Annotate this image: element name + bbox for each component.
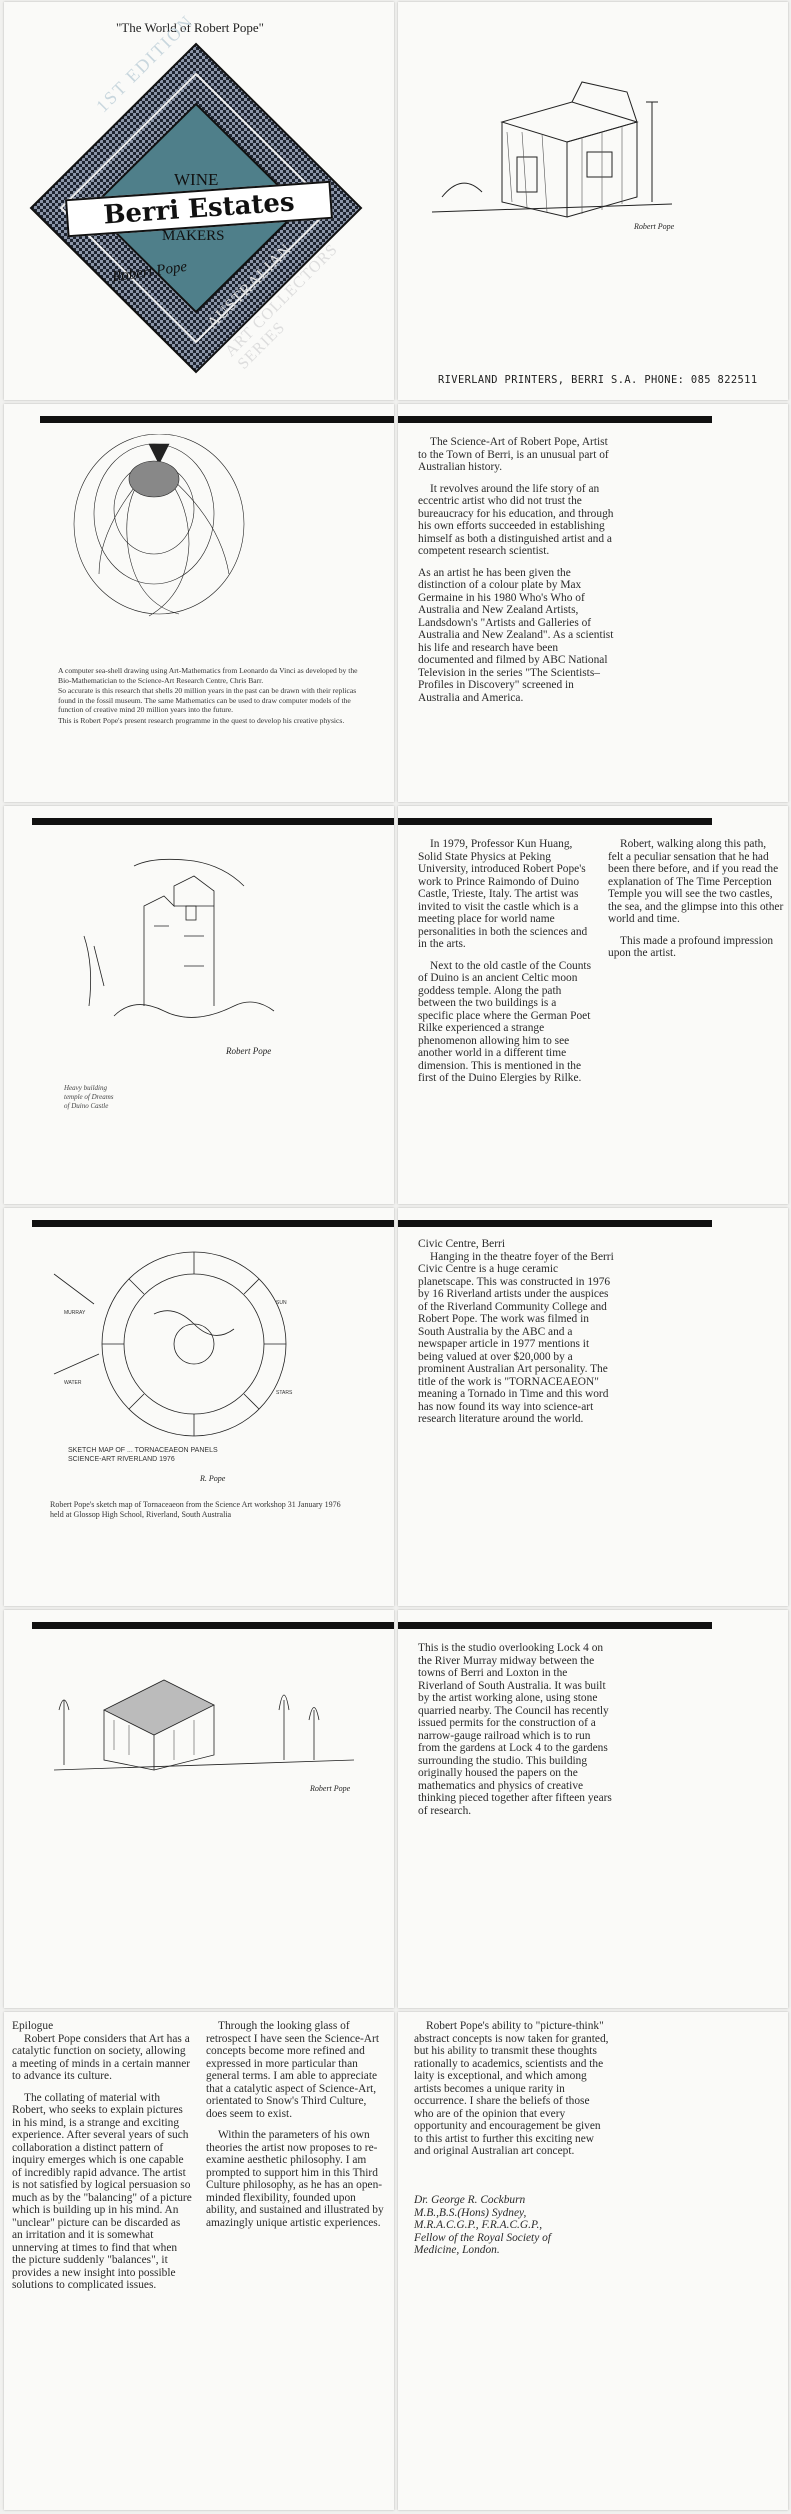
spread2-right: The Science-Art of Robert Pope, Artist t… (398, 404, 788, 802)
farmhouse-signature: Robert Pope (634, 222, 675, 231)
epilogue-col1: Epilogue Robert Pope considers that Art … (12, 2020, 192, 2291)
spread2-left: A computer sea-shell drawing using Art-M… (4, 404, 394, 802)
map-caption: Robert Pope's sketch map of Tornaceaeon … (50, 1500, 341, 1519)
spread4-left: MURRAY WATER SUN STARS SKETCH MAP OF ... T… (4, 1208, 394, 1606)
cover-series-title: "The World of Robert Pope" (116, 20, 264, 35)
farmhouse-sketch (431, 81, 673, 218)
printer-line: RIVERLAND PRINTERS, BERRI S.A. PHONE: 08… (438, 374, 758, 386)
duino-col2: Robert, walking along this path, felt a … (608, 838, 784, 959)
studio-sketch (53, 1679, 355, 1771)
studio-text: This is the studio overlooking Lock 4 on… (418, 1642, 612, 1817)
svg-text:SUN: SUN (276, 1300, 287, 1306)
duino-col1: In 1979, Professor Kun Huang, Solid Stat… (418, 838, 592, 1084)
svg-text:STARS: STARS (276, 1390, 293, 1396)
makers-label: MAKERS (162, 228, 225, 244)
science-art-intro: The Science-Art of Robert Pope, Artist t… (418, 436, 614, 704)
epilogue-col2: Through the looking glass of retrospect … (206, 2020, 384, 2229)
cover-back-page: Robert Pope RIVERLAND PRINTERS, BERRI S.… (398, 2, 788, 400)
epilogue-heading: Epilogue (12, 2020, 54, 2032)
civic-centre-text: Civic Centre, Berri Hanging in the theat… (418, 1238, 614, 1425)
spread4-right: Civic Centre, Berri Hanging in the theat… (398, 1208, 788, 1606)
svg-text:MURRAY: MURRAY (64, 1310, 86, 1316)
civic-centre-heading: Civic Centre, Berri (418, 1238, 505, 1250)
map-signature: R. Pope (200, 1474, 226, 1483)
spread6-right: Robert Pope's ability to "picture-think"… (398, 2012, 788, 2510)
seashell-caption: A computer sea-shell drawing using Art-M… (58, 666, 358, 725)
duino-castle-sketch (83, 858, 275, 1018)
castle-signature: Robert Pope (226, 1046, 272, 1056)
studio-signature: Robert Pope (310, 1784, 351, 1793)
spread3-left: Robert Pope Heavy building temple of Dre… (4, 806, 394, 1204)
epilogue-right: Robert Pope's ability to "picture-think"… (414, 2020, 609, 2157)
map-title: SKETCH MAP OF ... TORNACEAEON PANELS SCI… (68, 1447, 218, 1463)
signoff: Dr. George R. Cockburn M.B.,B.S.(Hons) S… (414, 2194, 551, 2256)
seashell-drawing (73, 434, 245, 617)
wine-label: WINE (174, 170, 219, 189)
svg-text:WATER: WATER (64, 1380, 82, 1386)
cover-page: "The World of Robert Pope" 1ST EDITION W… (4, 2, 394, 400)
spread6-left: Epilogue Robert Pope considers that Art … (4, 2012, 394, 2510)
spread5-left: Robert Pope (4, 1610, 394, 2008)
tornaceaeon-map: MURRAY WATER SUN STARS (53, 1251, 293, 1437)
spread5-right: This is the studio overlooking Lock 4 on… (398, 1610, 788, 2008)
castle-sketch-note: Heavy building temple of Dreams of Duino… (64, 1084, 114, 1110)
spread3-right: In 1979, Professor Kun Huang, Solid Stat… (398, 806, 788, 1204)
